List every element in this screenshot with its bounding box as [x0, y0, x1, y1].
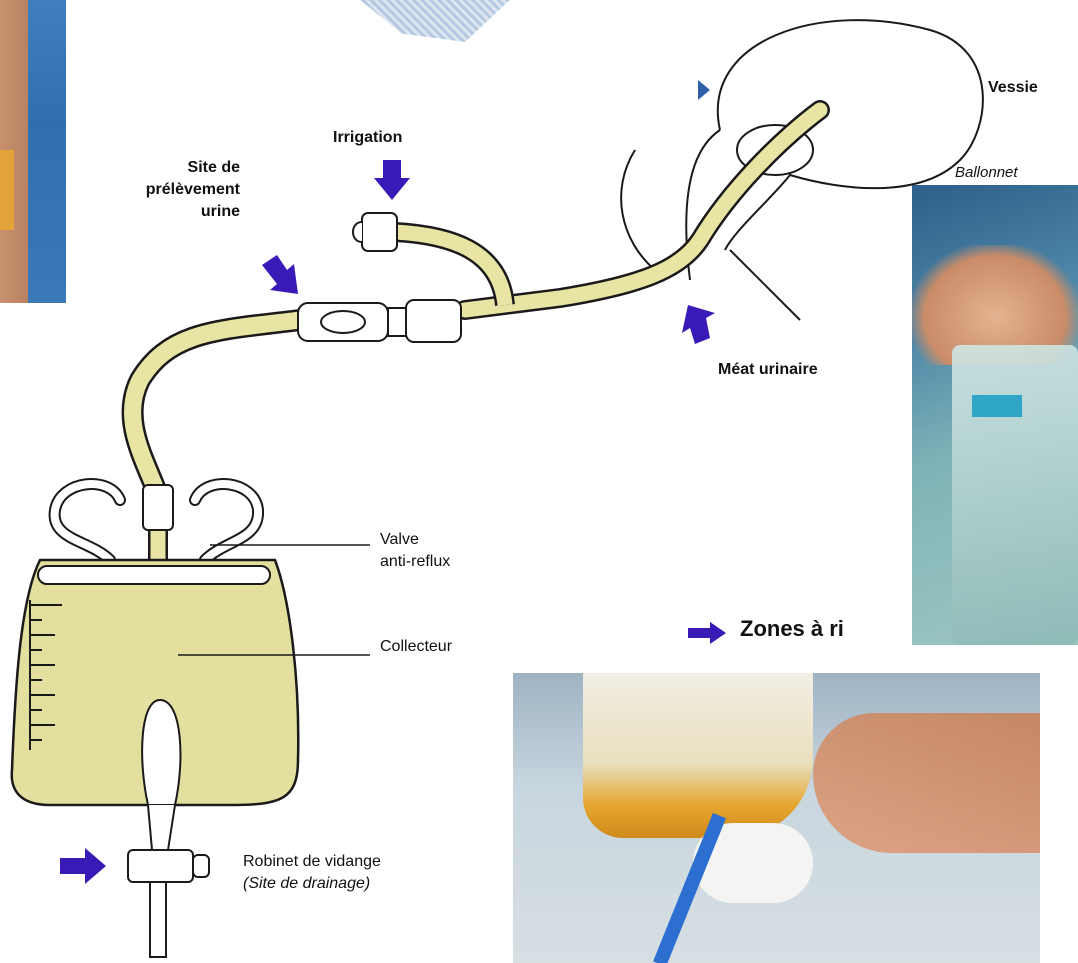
label-site-line1: Site de: [150, 158, 240, 178]
drain-tap: [128, 850, 193, 882]
label-valve-line2: anti-reflux: [380, 552, 450, 572]
drain-outlet: [142, 700, 180, 805]
anti-reflux-valve: [143, 485, 173, 530]
label-robinet-line1: Robinet de vidange: [243, 852, 381, 872]
bladder-outline: [718, 20, 983, 250]
label-zones: Zones à ri: [740, 616, 844, 642]
label-collecteur: Collecteur: [380, 637, 452, 657]
zones-arrow-icon: [688, 622, 728, 644]
label-site-line2: prélèvement: [60, 180, 240, 200]
label-ballonnet: Ballonnet: [955, 163, 1018, 183]
label-vessie: Vessie: [988, 78, 1038, 98]
label-valve-line1: Valve: [380, 530, 419, 550]
label-meat: Méat urinaire: [718, 360, 818, 380]
irrigation-port: [362, 213, 397, 251]
label-robinet-line2: (Site de drainage): [243, 874, 370, 894]
label-site-line3: urine: [150, 202, 240, 222]
label-irrigation: Irrigation: [333, 128, 402, 148]
